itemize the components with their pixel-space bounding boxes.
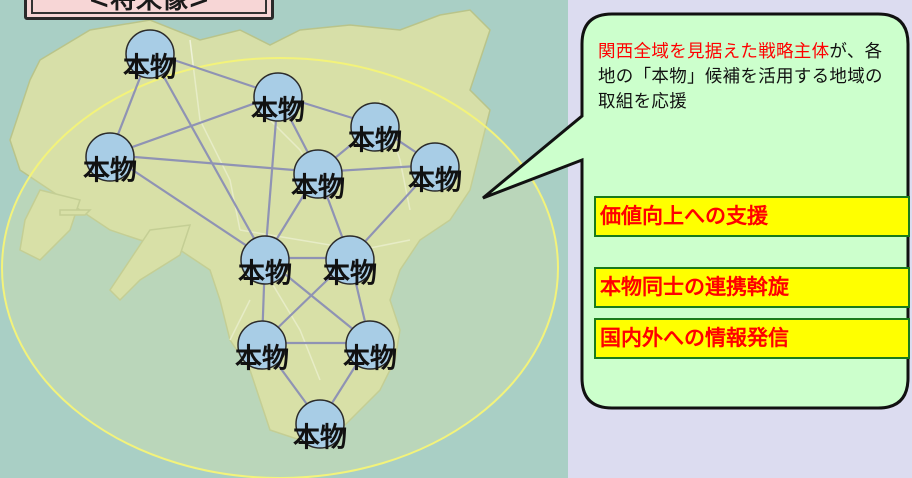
node-label: 本物 <box>291 172 345 204</box>
network-nodes <box>85 29 460 449</box>
node-label: 本物 <box>293 422 347 454</box>
kansai-map <box>1 9 559 478</box>
network-edge <box>109 154 266 259</box>
future-tab-label: <将来像> <box>88 0 210 15</box>
network-node <box>85 132 135 182</box>
network-node <box>325 235 375 285</box>
node-label: 本物 <box>235 343 289 375</box>
network-node <box>240 235 290 285</box>
support-item-coordination: 本物同士の連携斡旋 <box>594 267 910 308</box>
node-label: 本物 <box>238 258 292 290</box>
network-edge <box>109 93 279 157</box>
future-tab-frame: <将来像> <box>31 0 267 15</box>
map-panel: 本物本物本物本物本物本物本物本物本物本物本物 <将来像> <box>0 0 568 478</box>
node-label: 本物 <box>323 258 377 290</box>
callout-text: 関西全域を見据えた戦略主体が、各地の「本物」候補を活用する地域の取組を応援 <box>598 40 898 115</box>
network-node <box>345 320 395 370</box>
node-label: 本物 <box>251 95 305 127</box>
network-node <box>237 320 287 370</box>
network-node <box>350 102 400 152</box>
node-label: 本物 <box>348 125 402 157</box>
callout-highlight: 関西全域を見据えた戦略主体 <box>598 42 830 62</box>
node-label: 本物 <box>408 165 462 197</box>
network-edge <box>149 51 266 259</box>
network-node <box>410 142 460 192</box>
node-label: 本物 <box>123 52 177 84</box>
node-label: 本物 <box>83 155 137 187</box>
network-node <box>295 399 345 449</box>
network-node <box>293 149 343 199</box>
support-item-value-up: 価値向上への支援 <box>594 196 910 237</box>
network-edge <box>263 94 280 259</box>
network-edge <box>109 153 319 174</box>
network-node <box>253 72 303 122</box>
future-tab: <将来像> <box>24 0 274 20</box>
node-label: 本物 <box>343 343 397 375</box>
support-item-info-dissemination: 国内外への情報発信 <box>594 318 910 359</box>
network-node <box>125 29 175 79</box>
callout-body: が、各地の「本物」候補を活用する地域の取組を応援 <box>598 42 883 112</box>
